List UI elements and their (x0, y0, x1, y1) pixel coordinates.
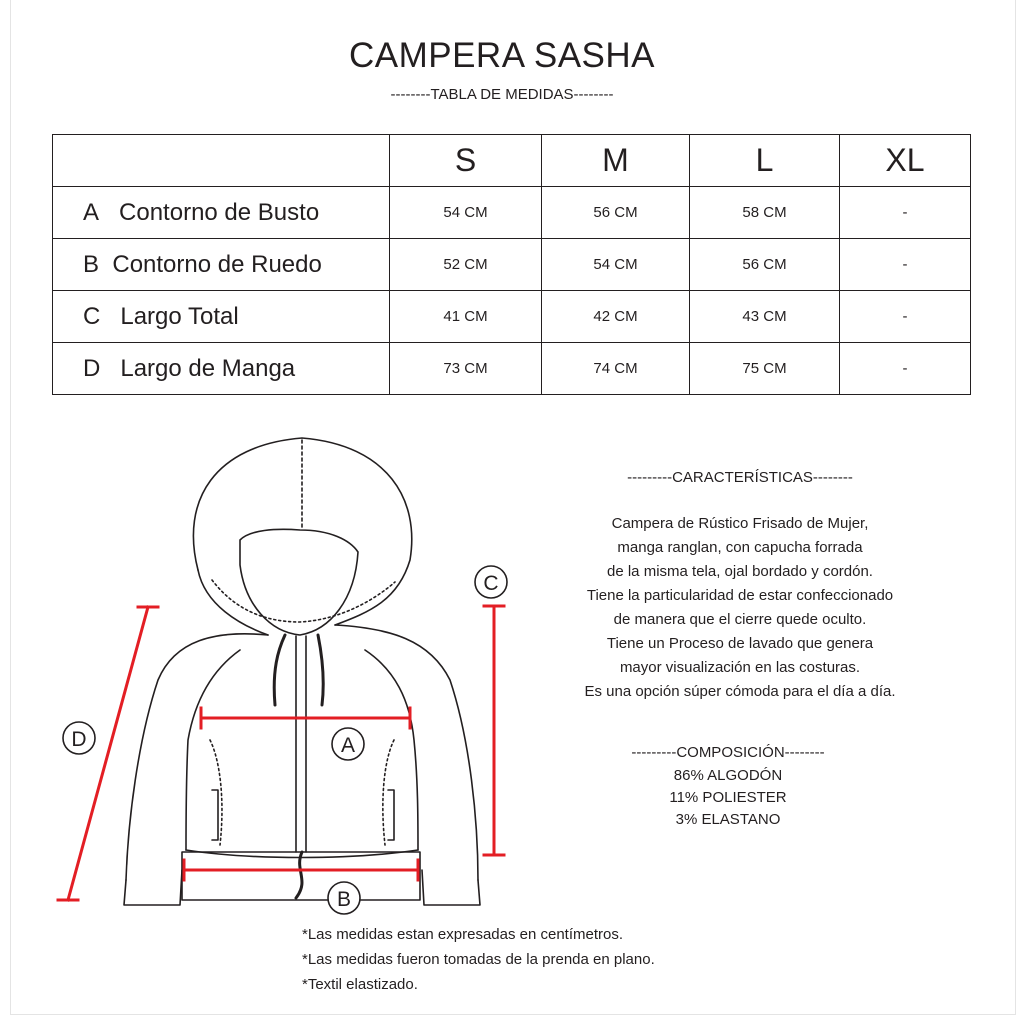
row-letter: A (83, 198, 100, 226)
header-size: L (689, 134, 840, 187)
table-cell: 56 CM (541, 186, 690, 239)
label-circle-c (474, 565, 508, 599)
table-cell: 52 CM (389, 238, 542, 291)
composition-line: 86% ALGODÓN (673, 767, 783, 784)
composition-body: 86% ALGODÓN 11% POLIESTER 3% ELASTANO (568, 765, 888, 831)
hood-left-edge (197, 569, 269, 636)
row-letter: B (83, 250, 100, 278)
characteristics-line: Tiene la particularidad de estar confecc… (586, 587, 894, 604)
label-circle-b (327, 881, 361, 915)
product-title: CAMPERA SASHA (348, 36, 656, 75)
table-row: C Largo Total 41 CM 42 CM 43 CM - (52, 290, 971, 343)
characteristics-line: Campera de Rústico Frisado de Mujer, (611, 515, 869, 532)
characteristics-line: de la misma tela, ojal bordado y cordón. (607, 563, 873, 580)
composition-heading: ---------COMPOSICIÓN-------- (631, 744, 825, 761)
right-pocket (387, 789, 395, 841)
label-circle-a (331, 727, 365, 761)
left-cuff (123, 869, 183, 906)
left-sleeve-outline (125, 633, 269, 881)
row-name: Largo de Manga (120, 354, 296, 382)
characteristics-body: Campera de Rústico Frisado de Mujer, man… (540, 512, 940, 704)
hood-lining-seam (211, 579, 396, 623)
characteristics-line: Es una opción súper cómoda para el día a… (584, 683, 896, 700)
table-cell: 73 CM (389, 342, 542, 395)
row-letter: C (83, 302, 101, 330)
header-empty-cell (52, 134, 390, 187)
measure-line-c (482, 604, 506, 857)
composition-line: 3% ELASTANO (675, 811, 781, 828)
characteristics-heading: ---------CARACTERÍSTICAS-------- (627, 469, 853, 486)
characteristics-line: de manera que el cierre quede oculto. (613, 611, 867, 628)
table-cell: 56 CM (689, 238, 840, 291)
table-subtitle: --------TABLA DE MEDIDAS-------- (390, 86, 614, 103)
label-a: A (341, 734, 355, 757)
label-b: B (337, 888, 351, 911)
table-cell: 75 CM (689, 342, 840, 395)
left-drawstring (272, 633, 287, 707)
table-cell: 58 CM (689, 186, 840, 239)
table-cell: - (839, 186, 971, 239)
table-row: B Contorno de Ruedo 52 CM 54 CM 56 CM - (52, 238, 971, 291)
hem-band (181, 851, 421, 901)
characteristics-line: mayor visualización en las costuras. (619, 659, 861, 676)
label-d: D (71, 728, 86, 751)
row-label: C Largo Total (52, 290, 390, 343)
characteristics-line: manga ranglan, con capucha forrada (617, 539, 863, 556)
measure-line-a (199, 706, 412, 730)
table-cell: - (839, 290, 971, 343)
measure-line-d (56, 605, 160, 902)
row-label: B Contorno de Ruedo (52, 238, 390, 291)
left-pocket-seam (209, 739, 223, 846)
label-circle-d (62, 721, 96, 755)
row-name: Contorno de Busto (119, 198, 320, 226)
zipper-line (295, 635, 307, 853)
row-label: A Contorno de Busto (52, 186, 390, 239)
measure-line-b (182, 858, 420, 882)
header-size: S (389, 134, 542, 187)
row-name: Contorno de Ruedo (112, 250, 322, 278)
footnotes: *Las medidas estan expresadas en centíme… (302, 922, 655, 997)
footnote: *Las medidas fueron tomadas de la prenda… (302, 951, 655, 968)
characteristics-line: Tiene un Proceso de lavado que genera (606, 635, 874, 652)
left-raglan-seam (185, 649, 241, 851)
characteristics-section: ---------CARACTERÍSTICAS-------- Campera… (540, 469, 940, 704)
left-pocket (211, 789, 219, 841)
table-cell: 43 CM (689, 290, 840, 343)
size-table: S M L XL A Contorno de Busto 54 CM 56 CM… (52, 134, 971, 395)
hood-opening (239, 528, 359, 636)
footnote: *Las medidas estan expresadas en centíme… (302, 926, 624, 943)
hood-outline (192, 437, 413, 626)
right-sleeve-outline (334, 624, 479, 881)
row-letter: D (83, 354, 101, 382)
hem-drawstring (294, 850, 304, 900)
composition-section: ---------COMPOSICIÓN-------- 86% ALGODÓN… (568, 744, 888, 831)
composition-line: 11% POLIESTER (669, 789, 787, 806)
right-raglan-seam (364, 649, 419, 851)
table-cell: 54 CM (389, 186, 542, 239)
table-cell: 74 CM (541, 342, 690, 395)
table-row: A Contorno de Busto 54 CM 56 CM 58 CM - (52, 186, 971, 239)
table-row: D Largo de Manga 73 CM 74 CM 75 CM - (52, 342, 971, 395)
row-name: Largo Total (120, 302, 239, 330)
right-pocket-seam (382, 739, 395, 846)
footnote: *Textil elastizado. (302, 976, 418, 993)
right-drawstring (316, 633, 325, 707)
row-label: D Largo de Manga (52, 342, 390, 395)
page-frame (10, 0, 1016, 1015)
table-cell: - (839, 342, 971, 395)
right-cuff (421, 869, 481, 906)
header-size: M (541, 134, 690, 187)
label-c: C (483, 572, 498, 595)
size-table-header: S M L XL (52, 134, 971, 187)
